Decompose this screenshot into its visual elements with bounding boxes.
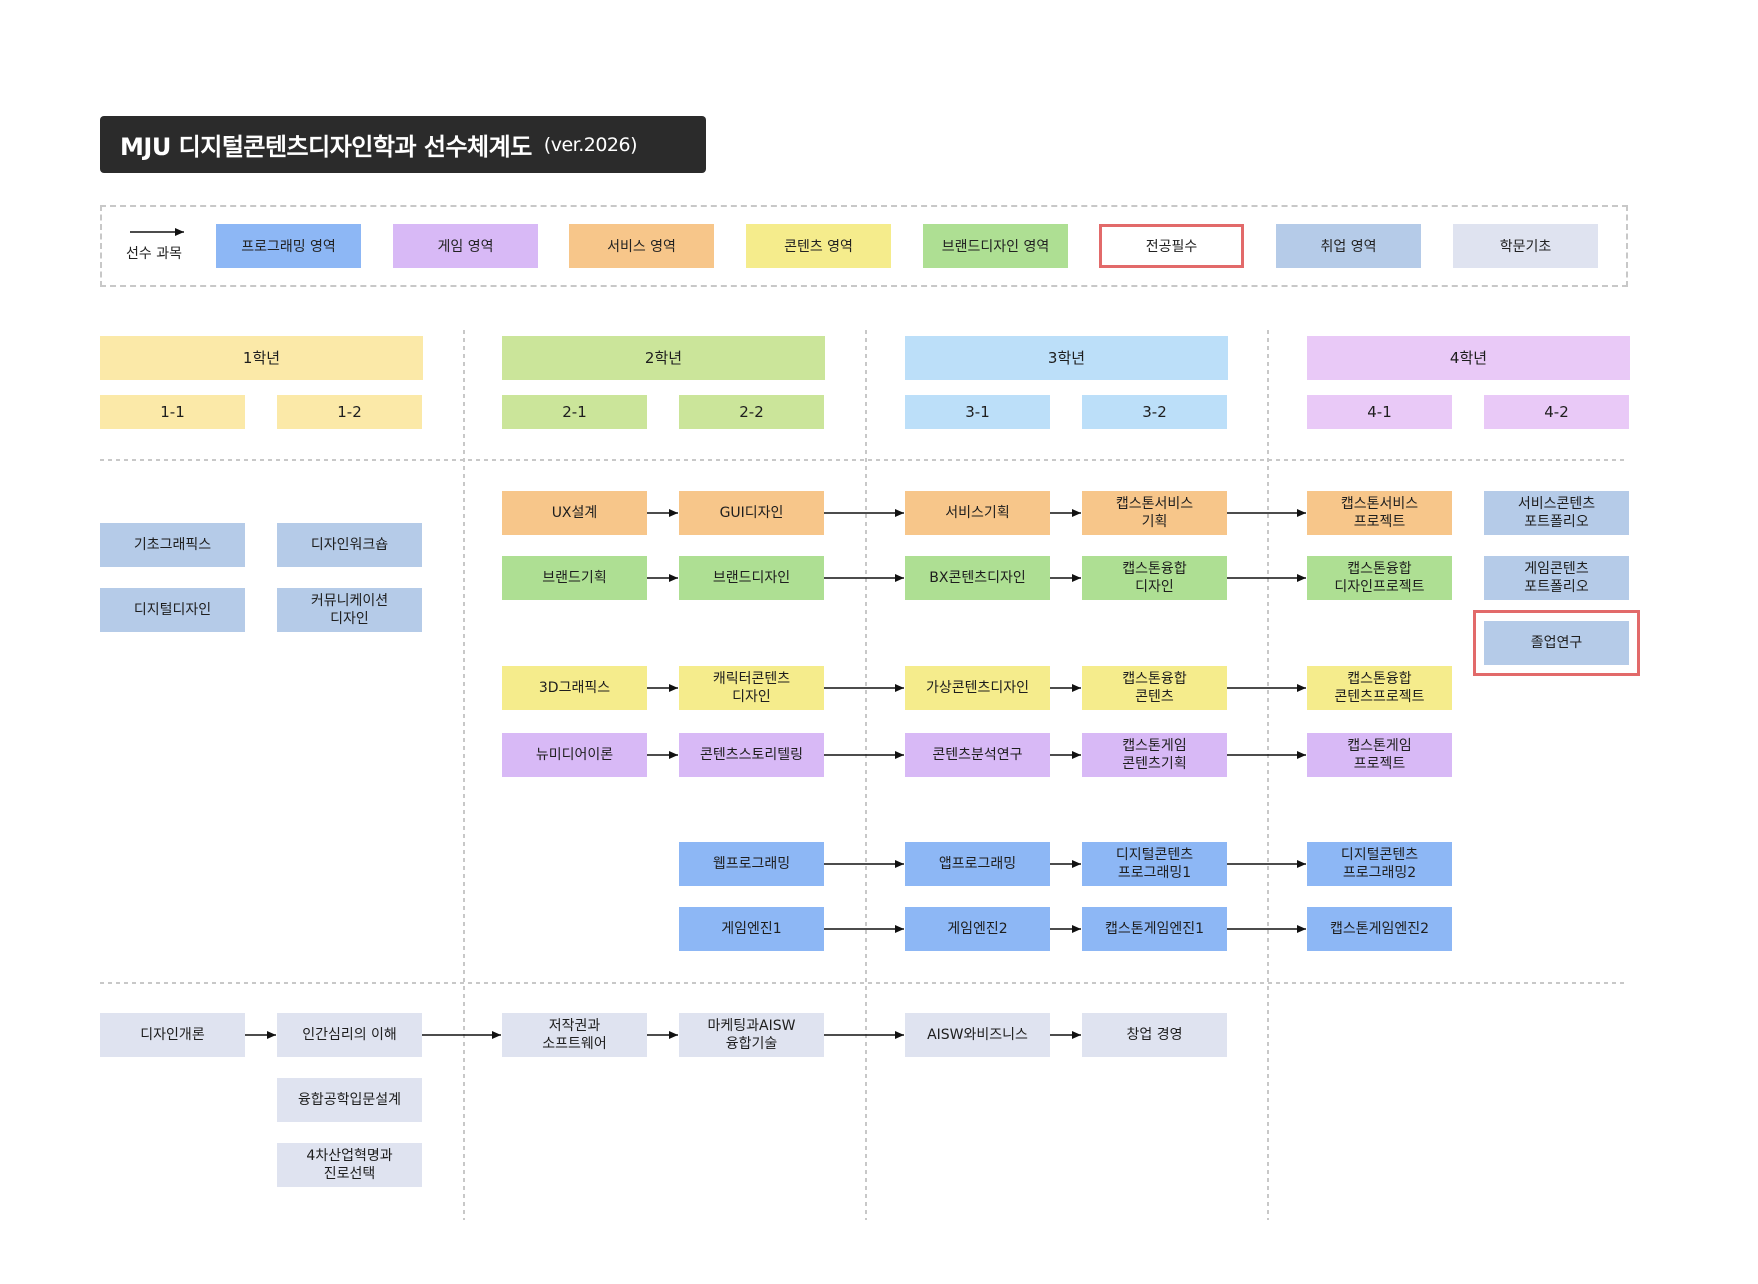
legend-academic-basic: 학문기초 bbox=[1453, 224, 1598, 268]
course-gui-design: GUI디자인 bbox=[679, 491, 824, 535]
legend-content: 콘텐츠 영역 bbox=[746, 224, 891, 268]
course-graduation-research: 졸업연구 bbox=[1473, 610, 1640, 676]
course-capstone-service-planning: 캡스톤서비스 기획 bbox=[1082, 491, 1227, 535]
course-communication-design: 커뮤니케이션 디자인 bbox=[277, 588, 422, 632]
semester-2-1: 2-1 bbox=[502, 395, 647, 429]
course-app-programming: 앱프로그래밍 bbox=[905, 842, 1050, 886]
legend-arrow-label: 선수 과목 bbox=[126, 246, 182, 262]
title-version: (ver.2026) bbox=[543, 133, 638, 156]
course-capstone-fusion-design-project: 캡스톤융합 디자인프로젝트 bbox=[1307, 556, 1452, 600]
course-copyright-and-software: 저작권과 소프트웨어 bbox=[502, 1013, 647, 1057]
course-brand-planning: 브랜드기획 bbox=[502, 556, 647, 600]
semester-1-1: 1-1 bbox=[100, 395, 245, 429]
course-digital-content-programming-1: 디지털콘텐츠 프로그래밍1 bbox=[1082, 842, 1227, 886]
course-game-content-portfolio: 게임콘텐츠 포트폴리오 bbox=[1484, 556, 1629, 600]
semester-2-2: 2-2 bbox=[679, 395, 824, 429]
course-design-workshop: 디자인워크숍 bbox=[277, 523, 422, 567]
course-startup-management: 창업 경영 bbox=[1082, 1013, 1227, 1057]
course-character-content-design: 캐릭터콘텐츠 디자인 bbox=[679, 666, 824, 710]
course-game-engine-1: 게임엔진1 bbox=[679, 907, 824, 951]
course-3d-graphics: 3D그래픽스 bbox=[502, 666, 647, 710]
page-title: MJU 디지털콘텐츠디자인학과 선수체계도 (ver.2026) bbox=[100, 116, 706, 173]
course-4th-industrial-revolution: 4차산업혁명과 진로선택 bbox=[277, 1143, 422, 1187]
semester-3-2: 3-2 bbox=[1082, 395, 1227, 429]
course-capstone-fusion-design: 캡스톤융합 디자인 bbox=[1082, 556, 1227, 600]
course-content-analysis: 콘텐츠분석연구 bbox=[905, 733, 1050, 777]
course-virtual-content-design: 가상콘텐츠디자인 bbox=[905, 666, 1050, 710]
course-service-planning: 서비스기획 bbox=[905, 491, 1050, 535]
legend-employment: 취업 영역 bbox=[1276, 224, 1421, 268]
semester-3-1: 3-1 bbox=[905, 395, 1050, 429]
course-web-programming: 웹프로그래밍 bbox=[679, 842, 824, 886]
year-4-header: 4학년 bbox=[1307, 336, 1630, 380]
course-fusion-engineering-design: 융합공학입문설계 bbox=[277, 1078, 422, 1122]
course-understanding-human-psychology: 인간심리의 이해 bbox=[277, 1013, 422, 1057]
course-capstone-fusion-content-project: 캡스톤융합 콘텐츠프로젝트 bbox=[1307, 666, 1452, 710]
course-marketing-aisw: 마케팅과AISW 융합기술 bbox=[679, 1013, 824, 1057]
legend-game: 게임 영역 bbox=[393, 224, 538, 268]
course-digital-design: 디지털디자인 bbox=[100, 588, 245, 632]
course-ux-design: UX설계 bbox=[502, 491, 647, 535]
course-basic-graphics: 기초그래픽스 bbox=[100, 523, 245, 567]
course-capstone-service-project: 캡스톤서비스 프로젝트 bbox=[1307, 491, 1452, 535]
title-text: MJU 디지털콘텐츠디자인학과 선수체계도 bbox=[120, 133, 532, 161]
year-1-header: 1학년 bbox=[100, 336, 423, 380]
course-bx-content-design: BX콘텐츠디자인 bbox=[905, 556, 1050, 600]
course-new-media-theory: 뉴미디어이론 bbox=[502, 733, 647, 777]
course-capstone-game-engine-1: 캡스톤게임엔진1 bbox=[1082, 907, 1227, 951]
course-capstone-fusion-content: 캡스톤융합 콘텐츠 bbox=[1082, 666, 1227, 710]
semester-4-1: 4-1 bbox=[1307, 395, 1452, 429]
course-brand-design: 브랜드디자인 bbox=[679, 556, 824, 600]
course-aisw-business: AISW와비즈니스 bbox=[905, 1013, 1050, 1057]
legend-programming: 프로그래밍 영역 bbox=[216, 224, 361, 268]
semester-4-2: 4-2 bbox=[1484, 395, 1629, 429]
course-digital-content-programming-2: 디지털콘텐츠 프로그래밍2 bbox=[1307, 842, 1452, 886]
course-design-introduction: 디자인개론 bbox=[100, 1013, 245, 1057]
legend-service: 서비스 영역 bbox=[569, 224, 714, 268]
course-capstone-game-planning: 캡스톤게임 콘텐츠기획 bbox=[1082, 733, 1227, 777]
course-service-content-portfolio: 서비스콘텐츠 포트폴리오 bbox=[1484, 491, 1629, 535]
prerequisite-arrows bbox=[245, 509, 1306, 1039]
legend-brand-design: 브랜드디자인 영역 bbox=[923, 224, 1068, 268]
legend-required: 전공필수 bbox=[1099, 224, 1244, 268]
legend bbox=[100, 205, 1628, 287]
year-3-header: 3학년 bbox=[905, 336, 1228, 380]
course-game-engine-2: 게임엔진2 bbox=[905, 907, 1050, 951]
course-capstone-game-project: 캡스톤게임 프로젝트 bbox=[1307, 733, 1452, 777]
course-capstone-game-engine-2: 캡스톤게임엔진2 bbox=[1307, 907, 1452, 951]
semester-1-2: 1-2 bbox=[277, 395, 422, 429]
course-content-storytelling: 콘텐츠스토리텔링 bbox=[679, 733, 824, 777]
year-2-header: 2학년 bbox=[502, 336, 825, 380]
